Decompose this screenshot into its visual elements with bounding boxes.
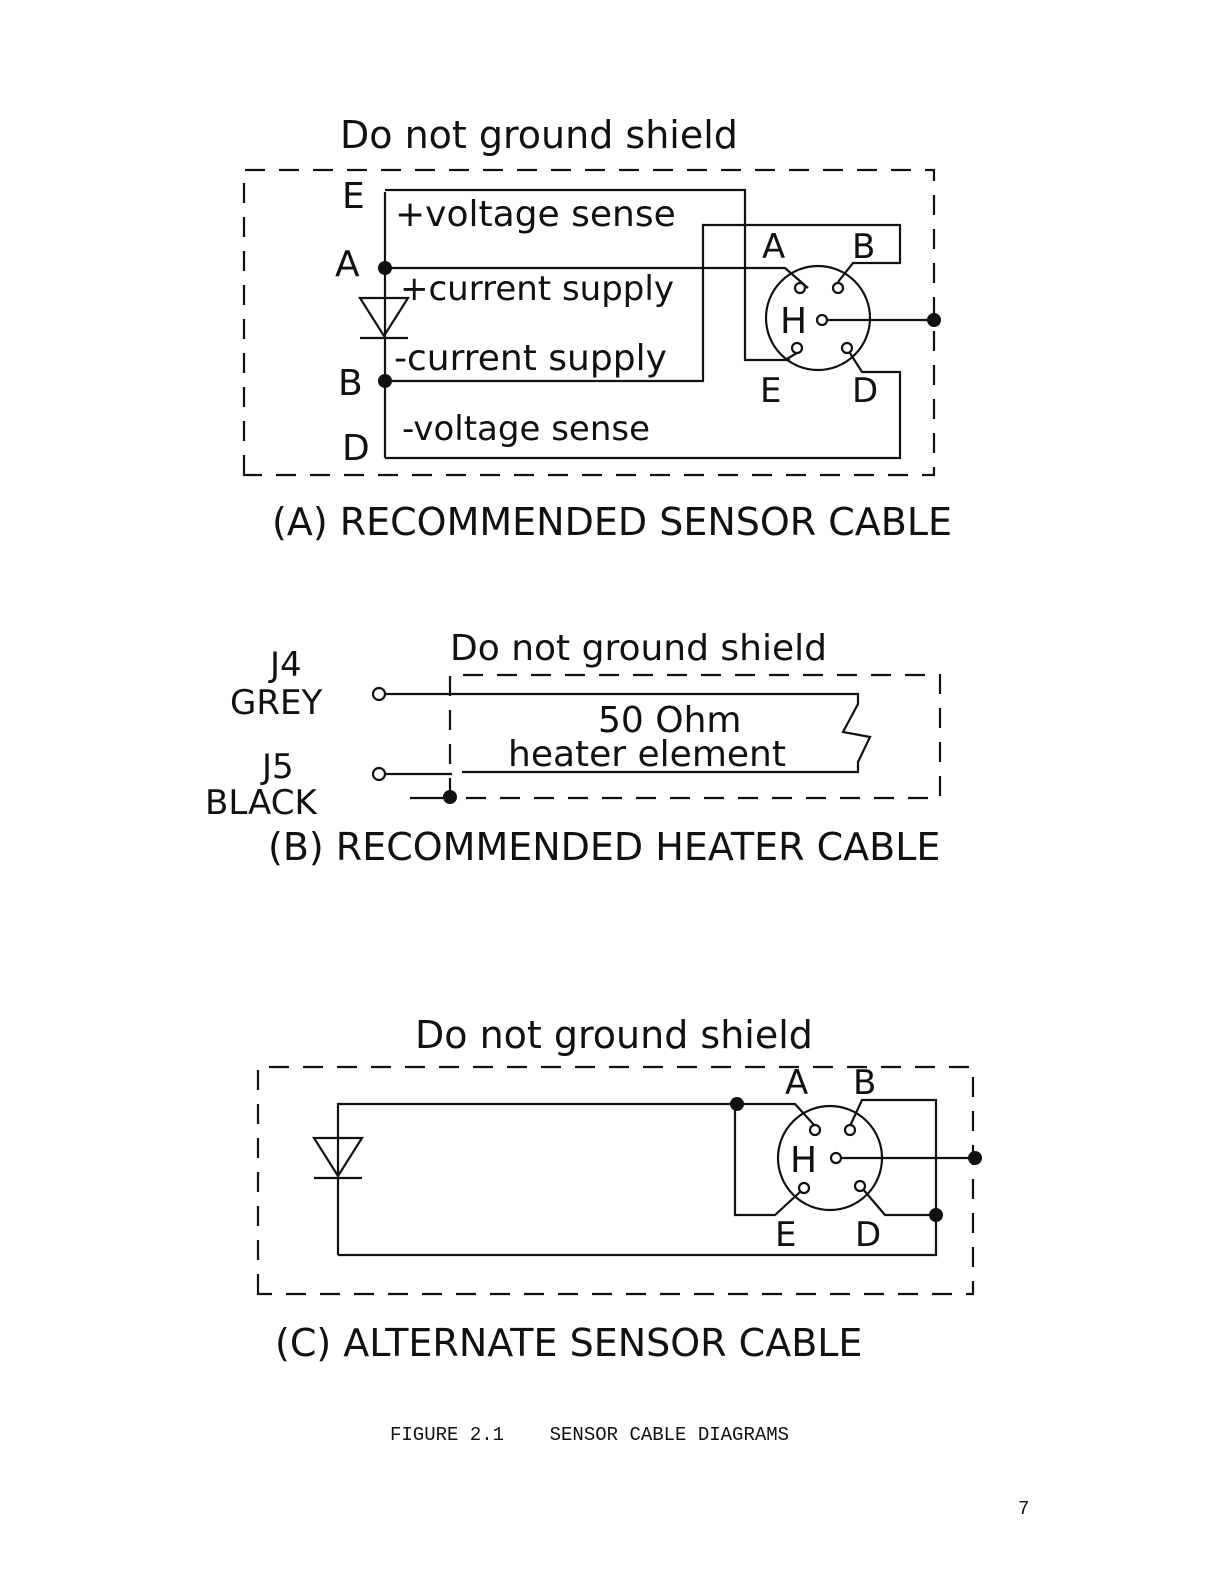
panel-a-recommended-sensor-cable: Do not ground shield E A B D +voltage se… — [242, 113, 952, 544]
panel-a-plus-voltage-sense-wire — [385, 188, 790, 362]
panel-c-alternate-sensor-cable: Do not ground shield A B H E D — [256, 1013, 982, 1365]
panel-b-heater-element-label: heater element — [508, 734, 786, 775]
panel-b-j4-terminal — [371, 686, 387, 702]
panel-a-shield-note: Do not ground shield — [340, 113, 738, 157]
panel-c-connector-b-label: B — [853, 1063, 876, 1103]
panel-a-pin-d-label: D — [342, 428, 370, 469]
page-number: 7 — [1018, 1498, 1029, 1520]
panel-b-shield-node — [443, 790, 457, 804]
panel-a-minus-voltage-sense-label: -voltage sense — [402, 409, 650, 449]
panel-a-diode-symbol — [358, 296, 410, 340]
panel-b-shield-note: Do not ground shield — [450, 628, 827, 669]
panel-c-shield-node — [968, 1151, 982, 1165]
panel-b-caption: (B) RECOMMENDED HEATER CABLE — [268, 825, 940, 869]
panel-c-a-e-bus — [733, 1102, 816, 1217]
panel-c-connector — [776, 1104, 975, 1212]
panel-b-j4-color-label: GREY — [230, 683, 322, 723]
panel-a-shield-outline — [242, 168, 936, 477]
panel-b-recommended-heater-cable: Do not ground shield J4 GREY J5 BLACK 50… — [205, 628, 942, 869]
panel-c-shield-note: Do not ground shield — [415, 1013, 813, 1057]
panel-c-caption: (C) ALTERNATE SENSOR CABLE — [275, 1321, 862, 1365]
panel-a-pin-e-label: E — [342, 176, 365, 217]
panel-c-connector-a-label: A — [785, 1063, 808, 1103]
panel-a-shield-node — [927, 313, 941, 327]
panel-a-pin-b-label: B — [338, 363, 363, 404]
panel-c-node-d — [929, 1208, 943, 1222]
panel-a-plus-voltage-sense-label: +voltage sense — [395, 194, 676, 235]
panel-a-connector-a-label: A — [762, 227, 785, 267]
panel-c-connector-h-label: H — [790, 1140, 817, 1181]
panel-a-connector-e-label: E — [760, 371, 781, 411]
panel-a-minus-current-supply-wire — [385, 223, 902, 383]
panel-c-shield-outline — [256, 1065, 975, 1296]
panel-b-j5-terminal — [371, 766, 387, 782]
panel-b-j4-label: J4 — [268, 645, 302, 685]
panel-c-node-a — [730, 1097, 744, 1111]
panel-a-caption: (A) RECOMMENDED SENSOR CABLE — [272, 500, 952, 544]
figure-caption: FIGURE 2.1 SENSOR CABLE DIAGRAMS — [390, 1424, 789, 1446]
panel-b-j5-color-label: BLACK — [205, 783, 318, 823]
panel-a-pin-a-label: A — [335, 244, 360, 285]
panel-a-connector-b-label: B — [852, 227, 875, 267]
panel-a-minus-current-supply-label: -current supply — [394, 338, 667, 379]
panel-b-grey-wire — [385, 692, 872, 774]
panel-c-connector-e-label: E — [775, 1215, 796, 1255]
panel-c-bottom-wire — [338, 1215, 938, 1257]
panel-a-plus-current-supply-wire — [385, 266, 809, 289]
panel-c-connector-d-label: D — [855, 1215, 881, 1255]
panel-b-shield-outline — [448, 673, 942, 800]
panel-a-minus-voltage-sense-wire — [385, 352, 902, 460]
panel-a-connector-d-label: D — [852, 371, 878, 411]
panel-a-plus-current-supply-label: +current supply — [400, 269, 674, 309]
panel-b-j5-label: J5 — [260, 747, 294, 787]
panel-a-connector-h-label: H — [780, 301, 807, 342]
panel-c-diode-symbol — [312, 1136, 364, 1180]
panel-b-heater-ohm-label: 50 Ohm — [598, 700, 741, 741]
panel-c-loop-wire — [336, 1102, 738, 1255]
panel-a-connector — [764, 264, 934, 372]
